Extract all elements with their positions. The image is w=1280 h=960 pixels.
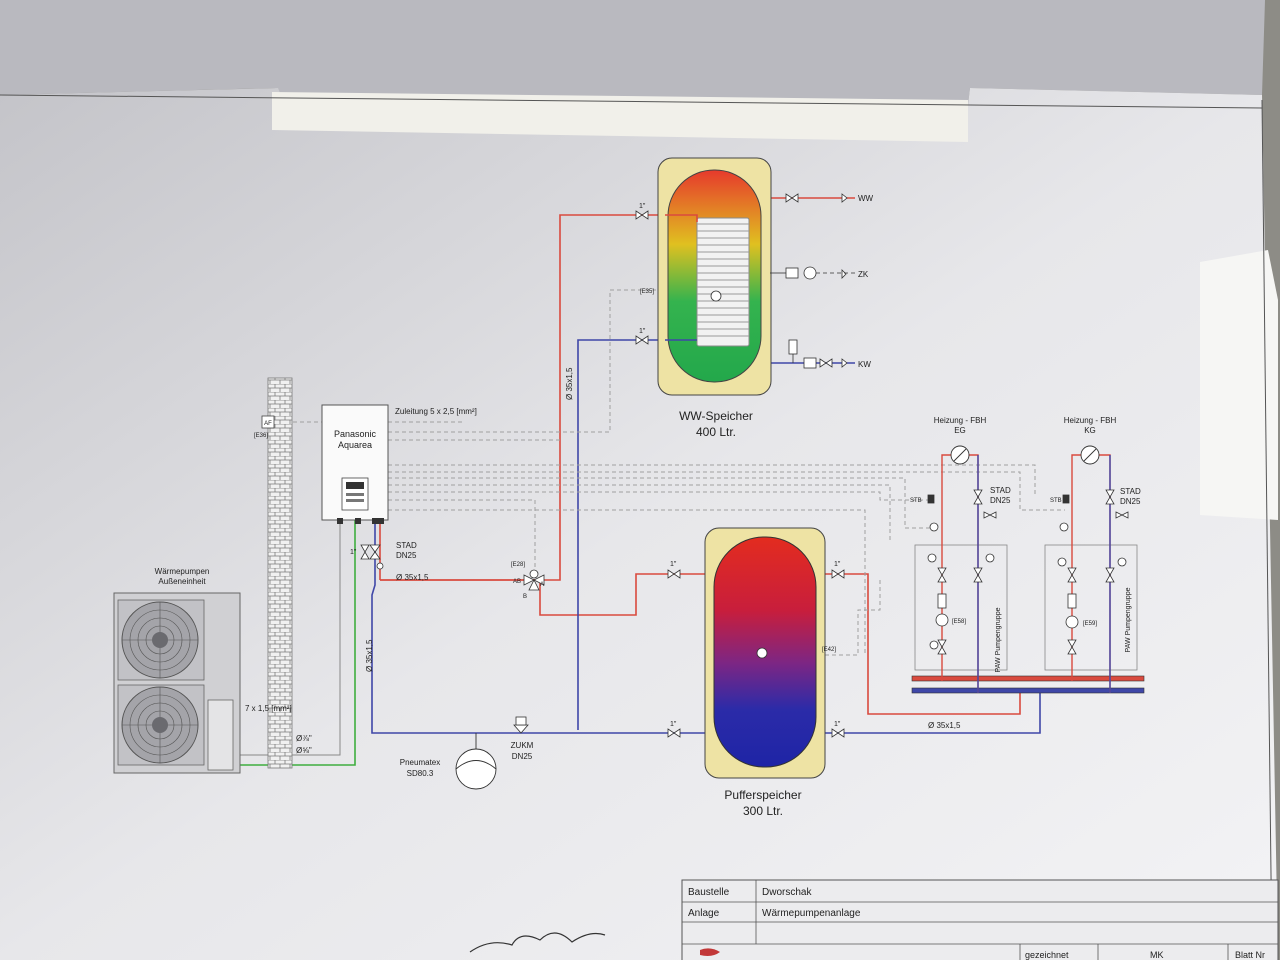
- valve-a-label: A: [540, 582, 544, 588]
- balancing-valve-stad: [360, 544, 384, 570]
- pneumatex-label-2: SD80.3: [407, 769, 434, 778]
- valve-ab-label: AB: [513, 579, 521, 585]
- anlage-label: Anlage: [688, 908, 720, 919]
- stad-label-1: STAD: [396, 541, 417, 550]
- title-block: [681, 879, 1279, 960]
- stad-kg-1: STAD: [1120, 487, 1141, 496]
- zuleitung-label: Zuleitung 5 x 2,5 [mm²]: [395, 407, 477, 416]
- pipes: [232, 197, 1041, 766]
- af-label: AF: [264, 421, 272, 427]
- puffer-liters: 300 Ltr.: [743, 804, 783, 818]
- aquarea-label-2: Aquarea: [338, 440, 372, 450]
- puffer-supply-pipe: [380, 573, 710, 616]
- pipe-label-4: Ø 35x1,5: [928, 721, 961, 730]
- blatt-label: Blatt Nr: [1235, 950, 1265, 960]
- ww-speicher-title: WW-Speicher: [679, 409, 753, 423]
- cable-label: 7 x 1,5 [mm²]: [245, 704, 292, 713]
- puffer-title: Pufferspeicher: [724, 788, 801, 802]
- tank-valves: [635, 193, 848, 738]
- expansion-vessel: [455, 733, 497, 790]
- e35-label: [E35]: [640, 289, 654, 295]
- e28-label: [E28]: [511, 562, 525, 568]
- zk-label: ZK: [858, 270, 869, 279]
- anlage-value: Wärmepumpenanlage: [762, 908, 861, 919]
- heizung-eg-title: Heizung - FBH: [934, 416, 987, 425]
- outdoor-heat-pump: [113, 592, 241, 774]
- outdoor-sensor: [261, 415, 275, 429]
- diameter-label-2: Ø⅝": [296, 746, 312, 755]
- heating-manifold: [911, 675, 1145, 694]
- pipe-label-3: Ø 35x1,5: [565, 367, 574, 400]
- paw-eg-label: PAW Pumpengruppe: [995, 607, 1002, 672]
- zk-pump: [770, 266, 855, 280]
- handwritten-signature: [469, 932, 606, 953]
- inch-puffer-left-top: 1": [670, 561, 677, 568]
- heat-exchanger-coil: [696, 217, 750, 347]
- heizung-kg-title: Heizung - FBH: [1064, 416, 1117, 425]
- buffer-tank: [704, 527, 826, 779]
- main-return-pipe: [371, 520, 710, 734]
- heating-supply-pipe: [825, 573, 1021, 715]
- kw-safety-group: [788, 339, 817, 369]
- aquarea-indoor-unit: [321, 404, 389, 524]
- control-wiring: [272, 289, 1065, 656]
- heating-return-pipe: [825, 690, 1041, 734]
- heating-circuit-kg: [1044, 445, 1138, 693]
- paw-kg-label: PAW Pumpengruppe: [1125, 587, 1132, 652]
- pneumatex-label-1: Pneumatex: [400, 758, 440, 767]
- logo-mark: [700, 948, 720, 956]
- stad-kg-2: DN25: [1120, 497, 1141, 506]
- stad-eg-1: STAD: [990, 486, 1011, 495]
- e36-label: [E36]: [254, 433, 268, 439]
- heating-circuit-eg: [914, 445, 1008, 693]
- inch-ww-bottom: 1": [639, 328, 646, 335]
- baustelle-label: Baustelle: [688, 887, 730, 898]
- pipe-label-2: Ø 35x1,5: [365, 639, 374, 672]
- e59-label: [E59]: [1083, 621, 1097, 627]
- diameter-label-1: Ø⅞": [296, 734, 312, 743]
- heizung-kg-floor: KG: [1084, 426, 1096, 435]
- aquarea-label-1: Panasonic: [334, 429, 377, 439]
- e58-label: [E58]: [952, 619, 966, 625]
- wall: [267, 377, 293, 769]
- outdoor-label-2: Außeneinheit: [158, 577, 206, 586]
- inch-puffer-left-bottom: 1": [670, 721, 677, 728]
- gezeichnet-label: gezeichnet: [1025, 950, 1069, 960]
- ww-label: WW: [858, 194, 874, 203]
- stad-label-2: DN25: [396, 551, 417, 560]
- heizung-eg-floor: EG: [954, 426, 966, 435]
- inch-puffer-right-top: 1": [834, 561, 841, 568]
- valve-b-label: B: [523, 594, 527, 600]
- zukm-label-2: DN25: [512, 752, 533, 761]
- inch-label-stad: 1": [350, 549, 357, 556]
- ww-speicher-liters: 400 Ltr.: [696, 425, 736, 439]
- stb-eg-label: STB: [910, 498, 922, 504]
- baustelle-value: Dworschak: [762, 887, 812, 898]
- pipe-label-1: Ø 35x1,5: [396, 573, 429, 582]
- ww-storage-tank: [657, 157, 772, 396]
- mk-label: MK: [1150, 950, 1164, 960]
- outdoor-label-1: Wärmepumpen: [155, 567, 210, 576]
- stad-eg-2: DN25: [990, 496, 1011, 505]
- inch-ww-top: 1": [639, 203, 646, 210]
- stb-kg-label: STB: [1050, 498, 1062, 504]
- three-way-valve: [523, 569, 545, 591]
- kw-label: KW: [858, 360, 871, 369]
- e42-label: [E42]: [822, 647, 836, 653]
- zukm-valve: [513, 716, 529, 734]
- zukm-label-1: ZUKM: [511, 741, 534, 750]
- inch-puffer-right-bottom: 1": [834, 721, 841, 728]
